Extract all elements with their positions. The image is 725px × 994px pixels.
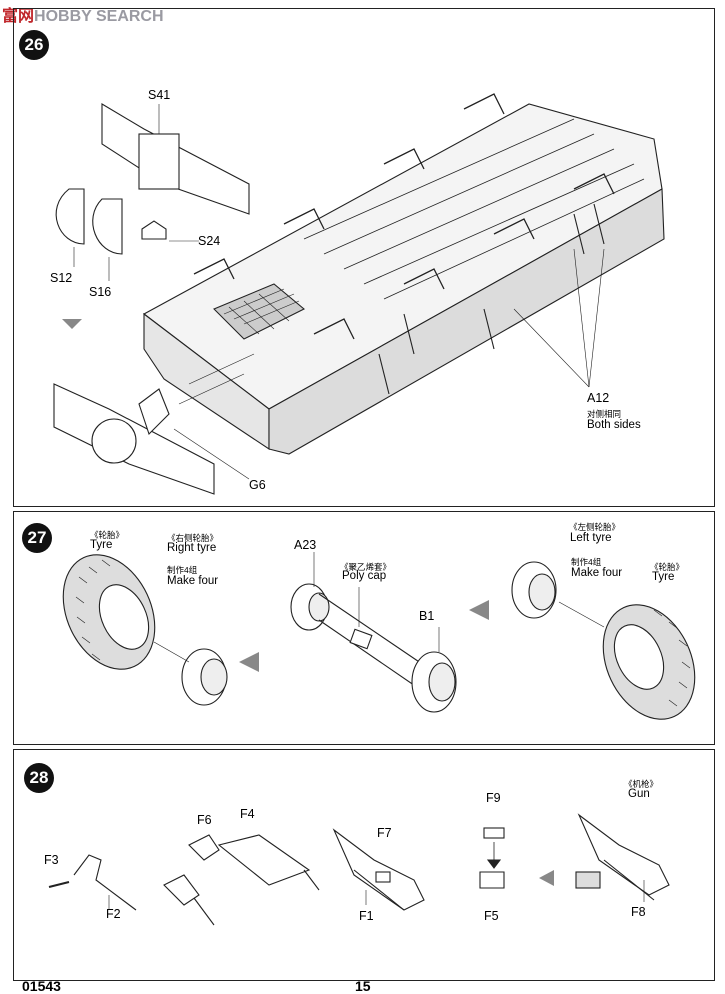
part-f2 (73, 854, 137, 911)
direction-arrow-left (239, 652, 259, 672)
label-a12-cn: 对侧相同 (587, 409, 622, 419)
part-s24 (141, 220, 167, 240)
page-number: 15 (355, 978, 371, 994)
part-g6-fan (138, 388, 170, 436)
watermark: 富网HOBBY SEARCH (2, 8, 164, 25)
step-26-panel: 26 S41 S24 S12 S16 G6 A12 对侧相同 Both side… (13, 8, 715, 507)
label-f2: F2 (106, 907, 121, 921)
part-f9 (483, 827, 505, 839)
label-f8: F8 (631, 905, 646, 919)
headlight-lower (91, 418, 137, 464)
right-tyre-qty-en: Make four (167, 575, 219, 587)
handrail-a12 (378, 203, 605, 395)
left-tyre-cn: 《轮胎》 (650, 562, 685, 572)
footer-code: 01543 (22, 978, 61, 994)
step-number-badge: 27 (22, 523, 52, 553)
part-f1 (332, 828, 425, 911)
step-26-hull-illustration (53, 93, 665, 495)
poly-cap (349, 628, 373, 650)
part-f6 (188, 834, 220, 861)
label-f1: F1 (359, 909, 374, 923)
direction-arrow (539, 870, 554, 886)
left-tyre-qty-en: Make four (571, 567, 623, 579)
left-tyre-qty-cn: 制作4组 (571, 557, 602, 567)
right-tyre-en: Tyre (90, 539, 113, 551)
left-tyre-side-cn: 《左侧轮胎》 (569, 522, 621, 532)
right-tyre-cn: 《轮胎》 (90, 530, 125, 540)
left-tyre-en: Tyre (652, 571, 675, 583)
label-s16: S16 (89, 285, 112, 299)
label-f7: F7 (377, 826, 392, 840)
label-b1: B1 (419, 609, 435, 623)
left-tyre-side-en: Left tyre (570, 532, 612, 544)
label-gun-en: Gun (628, 788, 650, 800)
hull-rear-side (268, 188, 665, 455)
label-f5: F5 (484, 909, 499, 923)
label-a12-en: Both sides (587, 419, 641, 431)
engine-grille (213, 283, 305, 340)
label-a23: A23 (294, 538, 317, 552)
part-s12 (55, 188, 85, 245)
poly-cap-en: Poly cap (342, 570, 387, 582)
label-gun-cn: 《机枪》 (624, 779, 659, 789)
part-f7 (375, 871, 391, 883)
label-a12: A12 (587, 391, 610, 405)
step-27-wheel-illustration (62, 552, 696, 720)
hull-side (143, 312, 270, 451)
right-tyre-side-en: Right tyre (167, 542, 217, 554)
step-number-badge: 26 (19, 30, 49, 60)
label-s24: S24 (198, 234, 221, 248)
label-f4: F4 (240, 807, 255, 821)
right-tyre-side-cn: 《右侧轮胎》 (167, 533, 219, 543)
label-s41: S41 (148, 88, 171, 102)
label-s12: S12 (50, 271, 73, 285)
direction-arrow (62, 319, 82, 329)
part-f3 (48, 881, 70, 888)
gun-assembled (577, 813, 670, 896)
label-f3: F3 (44, 853, 59, 867)
label-f6: F6 (197, 813, 212, 827)
label-f9: F9 (486, 791, 501, 805)
part-f4 (217, 834, 311, 886)
part-s16 (92, 198, 123, 255)
poly-cap-cn: 《聚乙烯套》 (340, 562, 392, 572)
step-28-gun-illustration (48, 813, 670, 926)
step-27-panel: 27 《轮胎》 Tyre 《右侧轮胎》 Right tyre 制作4组 Make… (13, 511, 715, 745)
right-tyre-qty-cn: 制作4组 (167, 565, 198, 575)
step-number-badge: 28 (24, 763, 54, 793)
step-28-panel: 28 F3 F2 F6 F4 F7 F1 F9 F5 F8 《机枪》 Gun (13, 749, 715, 981)
direction-arrow-right (469, 600, 489, 620)
part-s41-block (138, 133, 180, 190)
part-f5 (479, 871, 505, 889)
label-g6: G6 (249, 478, 266, 492)
